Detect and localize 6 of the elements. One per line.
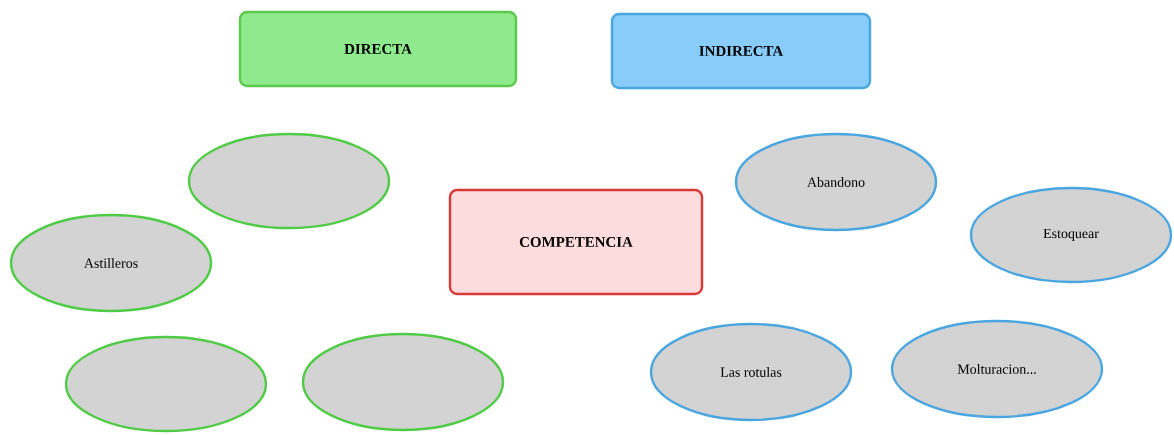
category-box: DIRECTA [238, 10, 518, 88]
empty-ellipse [187, 132, 391, 230]
category-box: INDIRECTA [610, 12, 872, 90]
category-box: COMPETENCIA [448, 188, 704, 296]
empty-ellipse [301, 332, 505, 432]
empty-ellipse [64, 335, 268, 433]
